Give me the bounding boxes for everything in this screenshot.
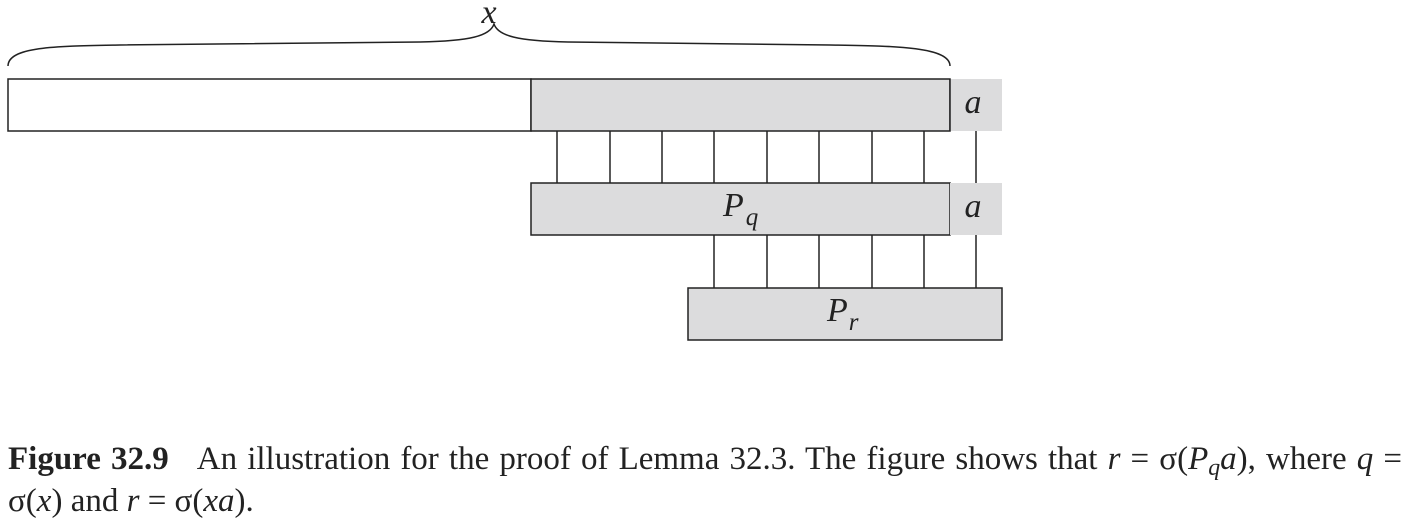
eq1-p: P (1188, 441, 1209, 477)
figure-caption: Figure 32.9 An illustration for the proof… (8, 438, 1402, 522)
row2-a-cell (950, 183, 1002, 235)
brace-label-x: x (480, 0, 496, 31)
x-prefix-white-box (7, 78, 532, 132)
caption-text-2: where (1255, 441, 1357, 477)
eq1-a: a (1220, 441, 1237, 477)
eq1-lhs: r (1107, 441, 1121, 477)
connectors-row1-row2 (556, 131, 977, 183)
eq3-end: ). (234, 483, 254, 519)
eq2-end: ) (51, 483, 63, 519)
pq-label-p: P (722, 187, 744, 224)
eq3-xa: xa (203, 483, 235, 519)
pq-box (530, 182, 951, 236)
row1-a-cell (950, 79, 1002, 131)
pr-label-sub: r (849, 309, 859, 336)
eq1-end: ), (1236, 441, 1256, 477)
row2-a-symbol: a (965, 188, 982, 225)
figure-label: Figure 32.9 (8, 441, 169, 477)
x-brace (7, 21, 951, 67)
eq2-mid: = σ( (8, 441, 1402, 519)
eq3-lhs: r (126, 483, 140, 519)
eq3-mid: = σ( (139, 483, 204, 519)
pq-label-sub: q (746, 204, 759, 231)
lemma-diagram: x a Pq a Pr (7, 0, 1003, 341)
pr-label-p: P (826, 292, 848, 329)
eq2-lhs: q (1356, 441, 1374, 477)
caption-text-3: and (62, 483, 127, 519)
pr-label: Pr (826, 292, 859, 336)
row1-a-symbol: a (965, 84, 982, 121)
eq1-q-sub: q (1208, 454, 1221, 481)
x-suffix-shaded-box (530, 78, 951, 132)
eq1-eq: = σ( (1120, 441, 1189, 477)
eq2-x: x (36, 483, 52, 519)
pq-label: Pq (722, 187, 758, 231)
pr-box (687, 287, 1003, 341)
caption-text-1: An illustration for the proof of Lemma 3… (196, 441, 1108, 477)
connectors-row2-row3 (713, 235, 977, 288)
